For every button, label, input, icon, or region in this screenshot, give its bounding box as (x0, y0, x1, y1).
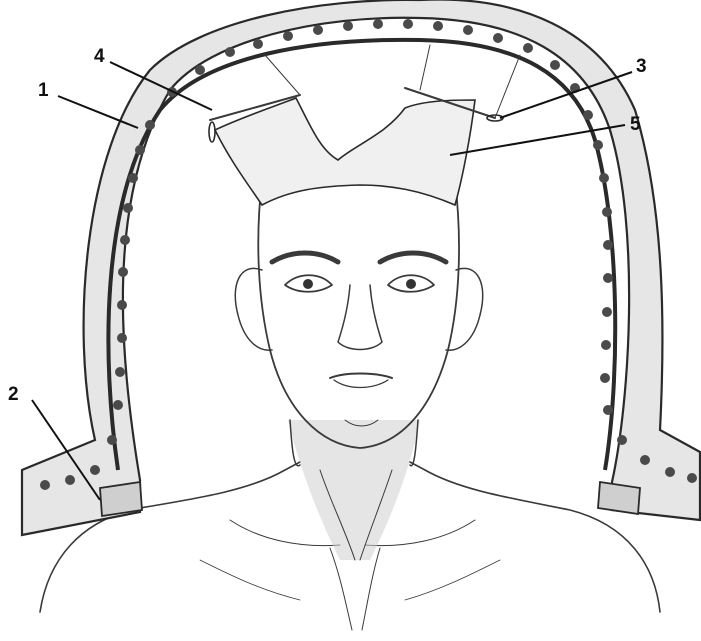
left-pin-ring (209, 122, 215, 142)
callout-label-2: 2 (8, 384, 19, 405)
right-eye-pupil (406, 279, 416, 289)
head (235, 180, 482, 448)
callout-label-1: 1 (38, 80, 49, 101)
callout-label-5: 5 (630, 114, 641, 135)
neck (288, 420, 420, 560)
right-shoulder-pad (598, 482, 640, 514)
left-eye-pupil (303, 279, 313, 289)
head-plate (215, 98, 475, 205)
callout-label-3: 3 (636, 56, 647, 77)
callout-label-4: 4 (94, 46, 105, 67)
left-shoulder-pad (100, 482, 142, 516)
fixation-plate (209, 45, 520, 205)
